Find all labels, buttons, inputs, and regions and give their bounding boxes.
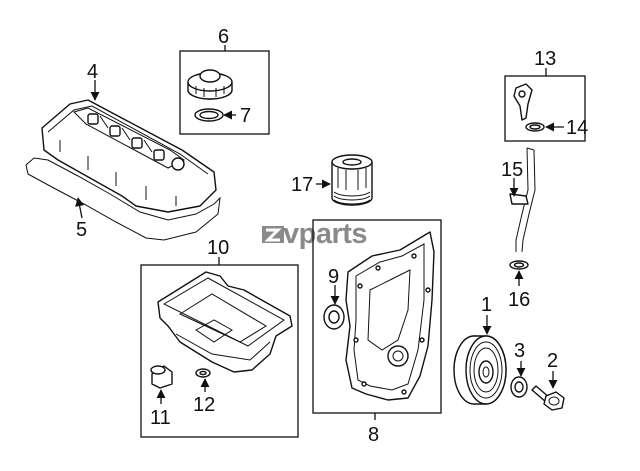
callout-10: 10 (207, 237, 229, 259)
dipstick-o-ring (525, 122, 545, 132)
oil-cap-seal (194, 108, 224, 122)
callout-labels: 4 5 6 7 13 14 15 16 17 10 9 8 11 12 1 3 … (76, 26, 588, 446)
callout-11: 11 (150, 407, 171, 429)
logo-icon (262, 226, 284, 243)
callout-2: 2 (547, 350, 558, 372)
drain-plug (150, 365, 173, 389)
oil-filter (331, 154, 373, 206)
oil-filler-cap (187, 69, 233, 100)
watermark-logo: vparts (262, 218, 368, 250)
callout-13: 13 (534, 48, 556, 70)
tube-o-ring (509, 260, 529, 270)
callout-15: 15 (501, 159, 523, 181)
callout-16: 16 (508, 289, 530, 311)
callout-4: 4 (87, 61, 98, 83)
callout-9: 9 (328, 266, 339, 288)
callout-14: 14 (566, 117, 588, 139)
callout-17: 17 (291, 174, 313, 196)
box-dipstick-handle (504, 75, 586, 142)
pulley-washer (510, 376, 528, 398)
callout-7: 7 (240, 105, 251, 127)
callout-8: 8 (368, 424, 379, 446)
callout-1: 1 (481, 294, 492, 316)
callout-6: 6 (218, 26, 229, 48)
leader-lines (75, 45, 564, 420)
callout-5: 5 (76, 219, 87, 241)
pulley-bolt (531, 385, 565, 411)
front-crank-seal (323, 304, 345, 330)
watermark-text: vparts (283, 218, 367, 250)
callout-3: 3 (514, 340, 525, 362)
callout-12: 12 (193, 394, 215, 416)
dipstick-handle (513, 83, 533, 121)
drain-plug-washer (195, 368, 211, 378)
box-timing-cover (312, 219, 442, 414)
valve-cover (41, 99, 217, 213)
oil-pan (157, 271, 293, 373)
crank-pulley (453, 335, 507, 405)
timing-cover (345, 231, 435, 401)
